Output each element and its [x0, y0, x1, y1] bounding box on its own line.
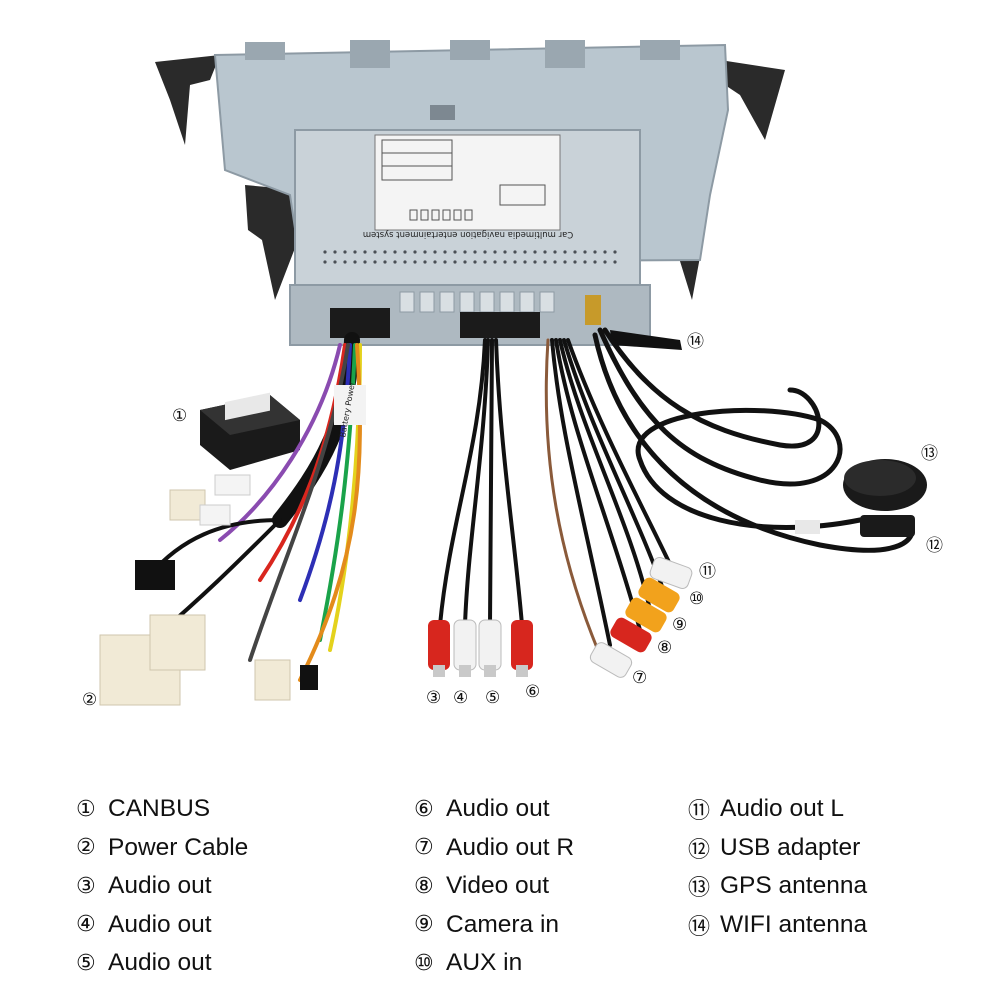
legend-item: ① CANBUS	[76, 790, 248, 829]
legend-label: Audio out R	[446, 833, 575, 861]
legend-item: ⑩ AUX in	[414, 944, 574, 983]
legend-label: Audio out L	[720, 795, 844, 823]
legend-column-1: ① CANBUS ② Power Cable ③ Audio out ④ Audio o…	[76, 790, 248, 983]
power-connectors	[99, 474, 318, 706]
legend-number: ⑧	[414, 873, 434, 899]
audio-cables	[438, 338, 524, 627]
harness-tag	[334, 385, 366, 425]
legend-item: ② Power Cable	[76, 829, 248, 868]
callout-6: ⑥	[525, 682, 541, 702]
head-unit: Car multimedia navigation entertainment …	[155, 40, 785, 350]
legend-item: ⑨ Camera in	[414, 906, 574, 945]
legend-label: WIFI antenna	[720, 910, 868, 938]
legend-number: ⑤	[76, 950, 96, 976]
callout-10: ⑩	[689, 589, 705, 609]
legend-number: ⑪	[688, 799, 711, 825]
legend-column-3: ⑪ Audio out L ⑫ USB adapter ⑬ GPS antenna ⑭…	[688, 790, 867, 944]
callout-11: ⑪	[699, 562, 716, 582]
legend-label: CANBUS	[108, 795, 211, 823]
gps-antenna	[843, 459, 927, 511]
left-bracket	[155, 55, 220, 145]
legend-item: ⑫ USB adapter	[688, 829, 867, 868]
legend-number: ④	[76, 912, 96, 938]
left-lower-bracket	[245, 185, 300, 300]
legend-number: ①	[76, 796, 96, 822]
legend-label: Audio out	[108, 872, 212, 900]
callout-13: ⑬	[921, 444, 938, 464]
usb-adapter	[795, 515, 915, 537]
legend-number: ⑭	[688, 914, 711, 940]
legend-number: ⑩	[414, 950, 434, 976]
canbus-box	[200, 392, 300, 470]
legend-number: ⑬	[688, 876, 711, 902]
callout-8: ⑧	[657, 638, 673, 658]
legend-label: Audio out	[108, 910, 212, 938]
usb-gps-cables	[592, 327, 915, 553]
product-photo: Car multimedia navigation entertainment …	[99, 40, 927, 706]
callout-2: ②	[82, 690, 98, 710]
legend-number: ②	[76, 835, 96, 861]
callout-5: ⑤	[485, 688, 501, 708]
legend-label: Power Cable	[108, 833, 249, 861]
legend-number: ⑥	[414, 796, 434, 822]
legend-item: ④ Audio out	[76, 906, 248, 945]
spec-label: Car multimedia navigation entertainment …	[363, 134, 573, 239]
legend-item: ⑭ WIFI antenna	[688, 906, 867, 945]
callout-12: ⑫	[926, 536, 943, 556]
legend-label: GPS antenna	[720, 872, 868, 900]
callout-7: ⑦	[632, 668, 648, 688]
callout-4: ④	[453, 688, 469, 708]
legend-label: Video out	[446, 872, 550, 900]
legend-label: Audio out	[108, 949, 212, 977]
rca-plugs-7-11	[589, 557, 693, 678]
legend-label: USB adapter	[720, 833, 861, 861]
callout-9: ⑨	[672, 615, 688, 635]
legend-label: Audio out	[446, 795, 550, 823]
screw-slot	[430, 105, 455, 120]
legend-column-2: ⑥ Audio out ⑦ Audio out R ⑧ Video out ⑨ Came…	[414, 790, 574, 983]
legend-number: ⑦	[414, 835, 434, 861]
legend-item: ⑬ GPS antenna	[688, 867, 867, 906]
legend-item: ③ Audio out	[76, 867, 248, 906]
right-bracket	[720, 60, 785, 140]
wifi-antenna-stub	[610, 330, 682, 350]
legend-label: Camera in	[446, 910, 560, 938]
rca-plugs-3-6	[428, 619, 533, 677]
system-label-text: Car multimedia navigation entertainment …	[363, 229, 573, 239]
legend-item: ⑤ Audio out	[76, 944, 248, 983]
legend-item: ⑪ Audio out L	[688, 790, 867, 829]
legend-item: ⑧ Video out	[414, 867, 574, 906]
callout-1: ①	[172, 406, 188, 426]
callout-3: ③	[426, 688, 442, 708]
callout-14: ⑭	[687, 332, 704, 352]
legend-item: ⑥ Audio out	[414, 790, 574, 829]
legend: ① CANBUS ② Power Cable ③ Audio out ④ Audio o…	[0, 790, 1000, 990]
av-cables	[544, 338, 677, 657]
vent-holes	[323, 250, 617, 264]
legend-number: ⑨	[414, 912, 434, 938]
legend-label: AUX in	[446, 949, 523, 977]
legend-number: ③	[76, 873, 96, 899]
legend-number: ⑫	[688, 837, 711, 863]
legend-item: ⑦ Audio out R	[414, 829, 574, 868]
